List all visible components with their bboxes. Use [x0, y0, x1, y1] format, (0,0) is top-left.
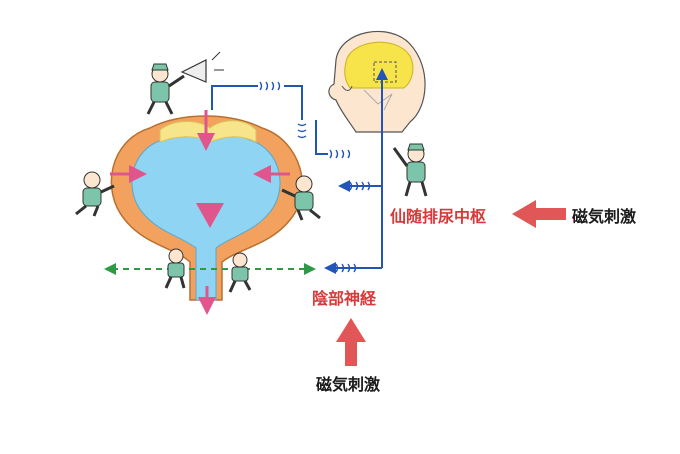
brain-center-box: [373, 61, 397, 83]
head: [328, 30, 426, 133]
bladder: [110, 110, 304, 315]
sphincter-dashed-arrow: [104, 263, 316, 275]
stim-arrow-right: [512, 200, 566, 228]
worker-figure-icon: [281, 175, 321, 221]
megaphone-icon: [180, 51, 224, 83]
sacral-center-label: 仙随排尿中枢: [390, 207, 486, 226]
stim-arrow-bottom: [336, 318, 366, 366]
funnel-arrow: [196, 203, 224, 228]
worker-figure-icon: [146, 63, 185, 115]
pudendal-nerve-label: 陰部神経: [312, 289, 377, 308]
worker-figure-icon: [164, 248, 186, 289]
worker-figure-icon: [228, 252, 252, 293]
brain-icon: [344, 41, 414, 89]
worker-figure-icon: [392, 143, 428, 197]
magnetic-stimulation-right-label: 磁気刺激: [572, 207, 636, 226]
nerve-signal-icon: [259, 81, 371, 273]
magnetic-stimulation-bottom-label: 磁気刺激: [316, 375, 380, 394]
worker-figure-icon: [75, 171, 115, 217]
urine-layer: [159, 120, 257, 143]
